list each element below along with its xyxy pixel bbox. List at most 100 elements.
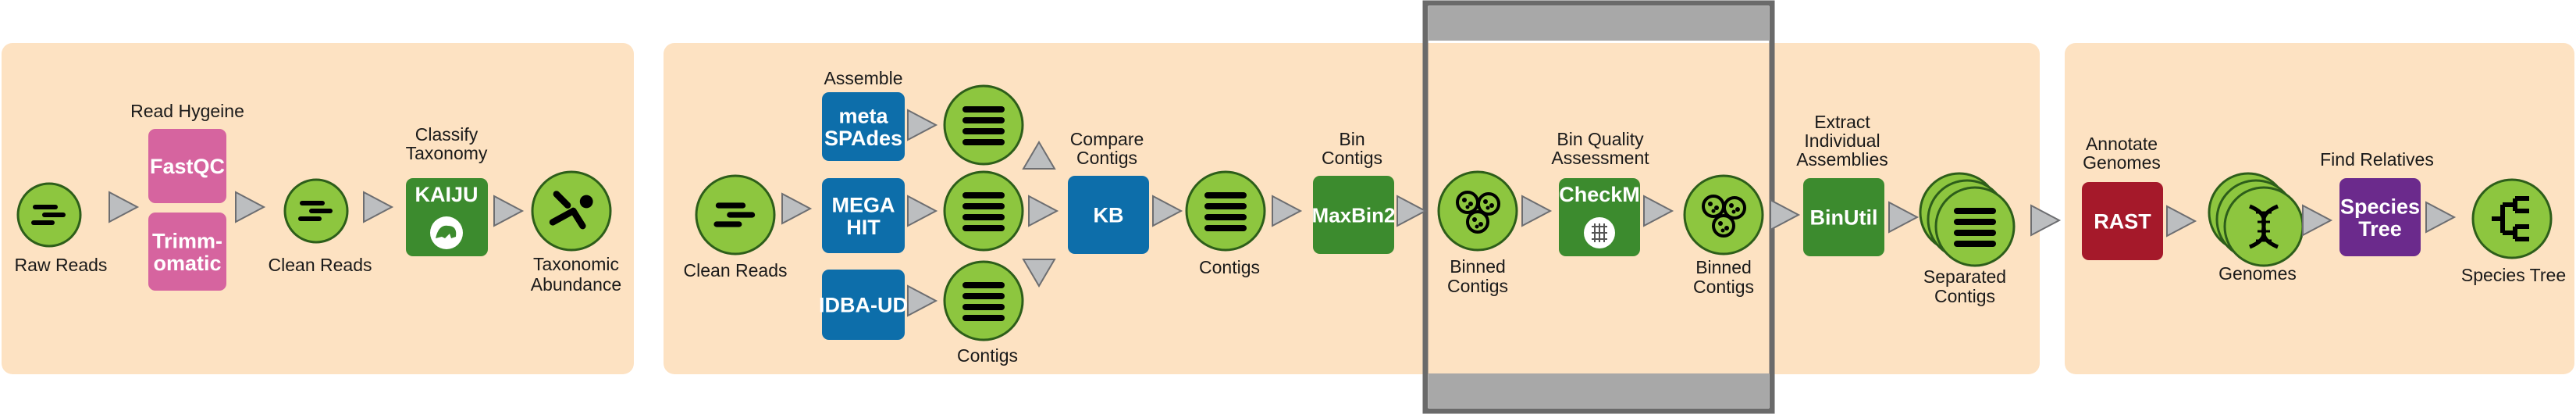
- flow-arrow: [1272, 195, 1303, 227]
- fastqc-tool-label: FastQC: [150, 155, 225, 178]
- flow-arrow: [907, 284, 938, 317]
- trimmomatic-tool-label: Trimm-: [152, 230, 222, 253]
- kb-tool-label: KB: [1094, 204, 1124, 227]
- flow-arrow: [907, 195, 938, 227]
- species-tree-tool-label: Species: [2340, 195, 2420, 219]
- binned-contigs-2-line1: Binned: [1695, 257, 1752, 277]
- tax-abundance-label-line2: Abundance: [531, 274, 621, 295]
- binutil-tool[interactable]: BinUtil: [1803, 178, 1884, 256]
- binutil-tool-label: BinUtil: [1810, 206, 1878, 230]
- contigs-label: Contigs: [1199, 257, 1260, 277]
- step-find-relatives: Find Relatives: [2320, 149, 2434, 170]
- flow-arrow: [235, 191, 266, 223]
- step-bin-line1: Bin: [1339, 129, 1364, 149]
- binned-contigs-1-line1: Binned: [1450, 256, 1506, 277]
- rast-tool-label: RAST: [2094, 210, 2151, 234]
- separated-contigs-line2: Contigs: [1934, 286, 1995, 306]
- metaspades-tool-label: meta: [838, 105, 888, 128]
- flow-arrow: [363, 191, 394, 223]
- flow-arrow: [493, 195, 525, 227]
- kaiju-turtle-icon: [436, 225, 457, 238]
- flow-arrow: [781, 192, 813, 225]
- clean-reads-node-1: [283, 178, 349, 244]
- checkm-grid-icon: [1592, 223, 1607, 242]
- idba-ud-tool[interactable]: IDBA-UD: [819, 270, 908, 340]
- binned-contigs-1-line2: Contigs: [1447, 276, 1508, 296]
- binned-contigs-node-1: [1437, 170, 1518, 252]
- step-classify-line2: Taxonomy: [406, 143, 488, 163]
- kaiju-tool[interactable]: KAIJU: [406, 178, 488, 256]
- species-tree-label: Species Tree: [2461, 265, 2566, 285]
- step-extract-line3: Assemblies: [1796, 149, 1888, 170]
- step-read-hygiene: Read Hygeine: [130, 101, 244, 121]
- separated-contigs-node: [1919, 172, 2016, 267]
- flow-arrow: [1888, 201, 1920, 234]
- contigs-assembly-label: Contigs: [957, 345, 1018, 366]
- species-tree-node: [2471, 178, 2553, 259]
- step-compare-line1: Compare: [1070, 129, 1144, 149]
- flow-arrow: [2302, 204, 2333, 237]
- maxbin2-tool-label: MaxBin2: [1312, 203, 1396, 227]
- step-extract-line2: Individual: [1804, 130, 1880, 151]
- merge-arrow-up: [1022, 141, 1056, 170]
- trimmomatic-tool[interactable]: Trimm-omatic: [148, 213, 226, 291]
- kb-tool[interactable]: KB: [1068, 176, 1149, 254]
- contigs-node-megahit: [943, 170, 1024, 252]
- flow-arrow: [1643, 195, 1674, 227]
- idba-ud-tool-label: IDBA-UD: [819, 294, 908, 317]
- binned-contigs-2-line2: Contigs: [1693, 277, 1754, 297]
- flow-arrow: [907, 109, 938, 141]
- raw-reads-node: [16, 182, 82, 248]
- rast-tool[interactable]: RAST: [2082, 182, 2163, 260]
- step-annotate-line1: Annotate: [2086, 134, 2158, 154]
- genomes-label: Genomes: [2218, 263, 2297, 284]
- flow-arrow: [1521, 195, 1553, 227]
- checkm-tool[interactable]: CheckM: [1559, 178, 1640, 256]
- tax-abundance-label-line1: Taxonomic: [533, 254, 619, 274]
- flow-arrow: [1770, 198, 1801, 231]
- fastqc-tool[interactable]: FastQC: [148, 129, 226, 203]
- step-quality-line2: Assessment: [1551, 148, 1649, 168]
- highlight-top-band: [1429, 6, 1769, 41]
- species-tree-tool-label: Tree: [2358, 217, 2402, 241]
- step-bin-line2: Contigs: [1322, 148, 1382, 168]
- binned-contigs-node-2: [1683, 174, 1764, 255]
- trimmomatic-tool-label: omatic: [153, 252, 221, 275]
- flow-arrow: [2030, 204, 2062, 237]
- megahit-tool-label: HIT: [846, 216, 881, 239]
- contigs-node: [1185, 170, 1266, 252]
- step-annotate-line2: Genomes: [2083, 152, 2161, 173]
- highlight-bottom-band: [1429, 373, 1769, 408]
- flow-arrow: [1152, 195, 1183, 227]
- merge-arrow-down: [1022, 259, 1056, 288]
- step-extract-line1: Extract: [1814, 112, 1870, 132]
- contigs-node-metaspades: [943, 84, 1024, 166]
- panel-annotation: [2065, 43, 2574, 374]
- clean-reads-label-1: Clean Reads: [269, 255, 372, 275]
- maxbin2-tool[interactable]: MaxBin2: [1312, 176, 1396, 254]
- step-compare-line2: Contigs: [1076, 148, 1137, 168]
- kaiju-label: KAIJU: [415, 183, 478, 206]
- clean-reads-node-2: [695, 174, 776, 255]
- flow-arrow: [109, 191, 140, 223]
- separated-contigs-line1: Separated: [1923, 266, 2006, 287]
- raw-reads-label: Raw Reads: [15, 255, 108, 275]
- step-classify-line1: Classify: [415, 124, 479, 145]
- taxonomic-abundance-node: [531, 170, 612, 252]
- clean-reads-label-2: Clean Reads: [684, 260, 788, 280]
- metaspades-tool-label: SPAdes: [824, 127, 902, 150]
- flow-arrow: [2166, 205, 2197, 238]
- contigs-node-idba: [943, 260, 1024, 341]
- flow-arrow: [1028, 195, 1059, 227]
- step-assemble: Assemble: [824, 68, 903, 88]
- step-quality-line1: Bin Quality: [1557, 129, 1644, 149]
- megahit-tool-label: MEGA: [832, 194, 895, 217]
- flow-arrow: [2425, 201, 2457, 234]
- genomes-node: [2208, 172, 2304, 267]
- flow-arrow: [1397, 195, 1428, 227]
